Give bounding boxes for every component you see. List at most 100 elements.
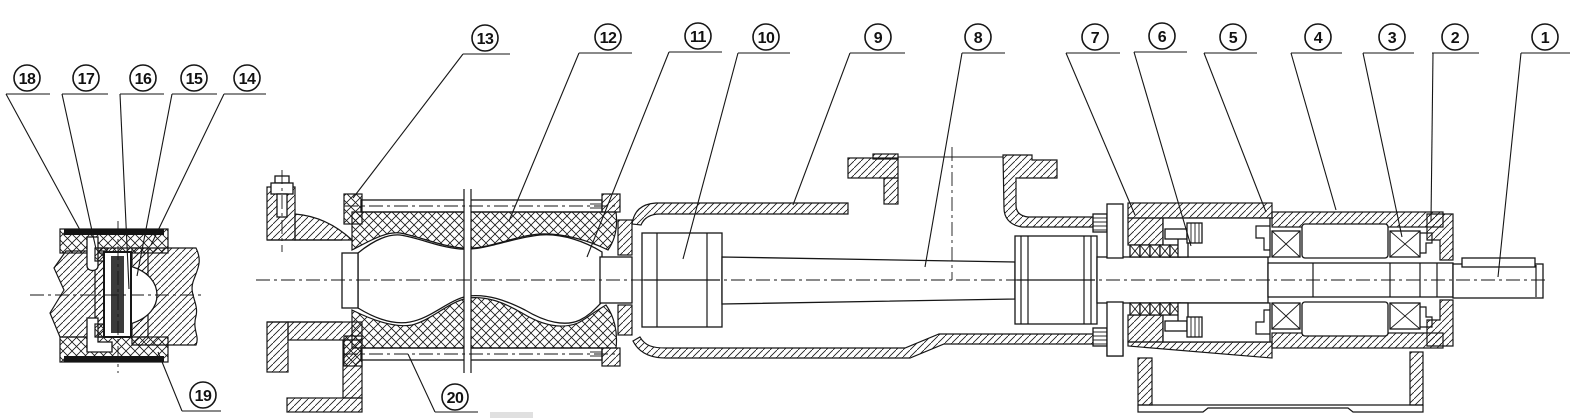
stator-end-ring-right-top xyxy=(617,219,633,256)
packing-rings-bottom xyxy=(1129,302,1181,316)
joint-pin-core xyxy=(111,256,124,333)
end-cover-top xyxy=(1426,213,1454,261)
seal-band-top xyxy=(64,229,164,235)
gland-bolt-bottom xyxy=(1092,327,1108,347)
port-flange-left xyxy=(847,157,899,179)
callout-17: 17 xyxy=(61,64,108,250)
leader-line-11 xyxy=(586,51,670,258)
balloon-number-7: 7 xyxy=(1091,30,1100,47)
callout-5: 5 xyxy=(1203,23,1267,213)
connecting-rod xyxy=(721,256,1016,305)
pedestal-leg-right xyxy=(1409,351,1424,406)
leader-line-15 xyxy=(136,93,173,277)
balloon-circle-16 xyxy=(129,64,157,92)
bearing-left-top xyxy=(1271,230,1301,258)
balloon-circle-5 xyxy=(1219,23,1247,51)
bearing-spacer-bottom xyxy=(1301,301,1389,337)
watermark-smudge xyxy=(490,412,533,418)
stuffing-box-band-top xyxy=(1127,202,1273,219)
break-gap xyxy=(464,189,471,373)
callout-16: 16 xyxy=(119,64,164,290)
stator-assembly xyxy=(341,189,633,373)
rotor-shank-left xyxy=(341,252,359,309)
balloon-number-16: 16 xyxy=(135,71,152,88)
leader-line-1 xyxy=(1497,52,1522,278)
balloon-circle-3 xyxy=(1378,23,1406,51)
stator-end-ring-right-bottom xyxy=(617,304,633,336)
casing-wall-bottom xyxy=(632,333,1111,359)
foot-base xyxy=(286,397,363,413)
leader-line-7 xyxy=(1065,52,1136,216)
callout-3: 3 xyxy=(1362,23,1414,238)
balloon-circle-20 xyxy=(441,383,469,411)
leader-line-20 xyxy=(407,353,436,413)
casing-wall-top xyxy=(631,202,849,226)
gland-stud-nut-bottom-threads xyxy=(1190,317,1200,337)
balloon-circle-15 xyxy=(180,64,208,92)
callout-15: 15 xyxy=(136,64,217,277)
leader-line-8 xyxy=(924,52,963,268)
callout-19: 19 xyxy=(157,351,221,412)
callout-11: 11 xyxy=(586,22,722,258)
balloon-number-11: 11 xyxy=(690,29,707,46)
gland-stud-bottom xyxy=(1164,320,1188,332)
joint-detail-view xyxy=(30,221,205,373)
bearing-housing xyxy=(1137,211,1454,413)
gland-plate-top xyxy=(1106,203,1124,259)
balloon-number-14: 14 xyxy=(239,71,256,88)
balloon-number-3: 3 xyxy=(1388,30,1397,47)
gland-bolt-bottom-threads xyxy=(1093,331,1107,345)
balloon-circle-9 xyxy=(864,23,892,51)
main-section-view xyxy=(256,147,1548,418)
balloon-number-8: 8 xyxy=(974,30,983,47)
callout-8: 8 xyxy=(924,23,1005,268)
end-cover-bottom xyxy=(1426,299,1454,347)
stuffing-box-seal xyxy=(1092,202,1273,359)
packing-rings-top xyxy=(1129,244,1181,258)
stuffing-box-block-bottom xyxy=(1127,314,1164,343)
drive-shaft-end xyxy=(1312,257,1544,299)
balloon-number-9: 9 xyxy=(874,30,883,47)
balloon-number-20: 20 xyxy=(447,390,464,407)
leader-line-19 xyxy=(157,351,183,412)
stator-elastomer-bottom xyxy=(351,297,618,349)
balloon-circle-14 xyxy=(233,64,261,92)
leader-line-18 xyxy=(5,93,81,231)
labyrinth-step-top xyxy=(1255,225,1270,251)
port-flange-lip-left xyxy=(872,153,899,160)
balloon-number-18: 18 xyxy=(19,71,36,88)
leader-line-10 xyxy=(682,52,739,260)
callout-7: 7 xyxy=(1065,23,1136,216)
balloon-circle-2 xyxy=(1441,23,1469,51)
port-neck-left xyxy=(883,177,899,205)
balloon-number-15: 15 xyxy=(186,71,203,88)
pedestal-leg-left xyxy=(1137,357,1153,406)
stuffing-box-band-bottom xyxy=(1127,341,1273,359)
callout-2: 2 xyxy=(1430,23,1479,222)
callout-14: 14 xyxy=(150,64,266,246)
bearing-right-top xyxy=(1389,230,1421,258)
bearing-spacer-top xyxy=(1301,223,1389,259)
balloon-circle-12 xyxy=(594,23,622,51)
tie-rod-threads xyxy=(590,199,602,361)
pedestal-base-profile xyxy=(1137,405,1424,413)
balloon-number-5: 5 xyxy=(1229,30,1238,47)
balloon-number-17: 17 xyxy=(78,71,95,88)
leader-line-5 xyxy=(1203,52,1267,213)
leader-line-13 xyxy=(352,53,464,199)
callout-4: 4 xyxy=(1290,23,1342,211)
gland-stud-nut-top-threads xyxy=(1190,223,1200,243)
callout-1: 1 xyxy=(1497,23,1570,278)
callout-18: 18 xyxy=(5,64,81,231)
rotor-screw xyxy=(357,234,603,324)
port-flange-right xyxy=(1002,154,1094,228)
balloon-circle-19 xyxy=(189,381,217,409)
centerlines xyxy=(256,147,1548,355)
balloon-circle-13 xyxy=(471,24,499,52)
balloon-circle-11 xyxy=(684,22,712,50)
gland-stud-top xyxy=(1164,228,1188,240)
balloon-circle-17 xyxy=(72,64,100,92)
